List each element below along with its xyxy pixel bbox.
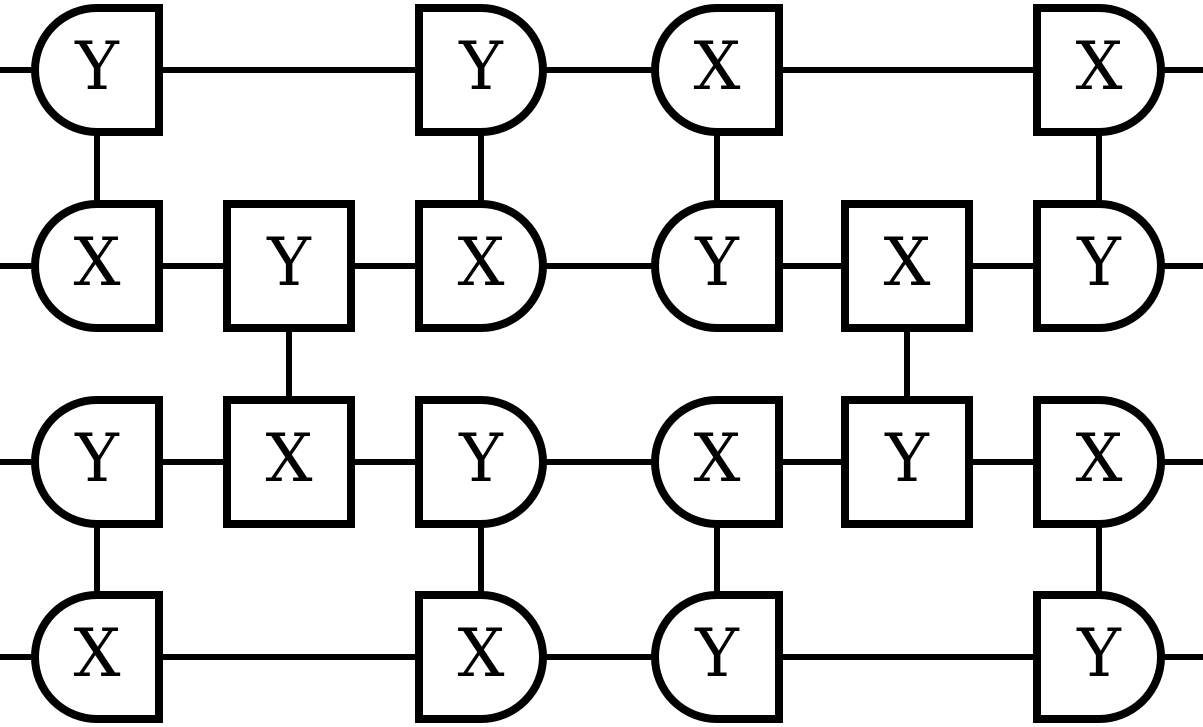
node-label: X bbox=[694, 28, 741, 105]
rounded-right-node-shape bbox=[1033, 3, 1165, 136]
node-label: Y bbox=[884, 420, 930, 497]
node-label: X bbox=[74, 224, 121, 301]
rounded-right-gate-node: X bbox=[1033, 3, 1165, 136]
rounded-left-gate-node: Y bbox=[651, 200, 783, 332]
rounded-left-node-shape bbox=[651, 3, 783, 136]
rounded-right-node-shape bbox=[415, 200, 547, 332]
node-label: X bbox=[74, 615, 121, 692]
node-label: Y bbox=[74, 420, 120, 497]
rounded-left-node-shape bbox=[31, 591, 163, 723]
square-node-shape bbox=[841, 396, 973, 528]
rounded-left-node-shape bbox=[651, 396, 783, 528]
rounded-left-gate-node: Y bbox=[31, 396, 163, 528]
square-gate-node: X bbox=[841, 200, 973, 332]
node-label: Y bbox=[74, 28, 120, 105]
node-label: X bbox=[266, 420, 313, 497]
rounded-left-node-shape bbox=[651, 591, 783, 723]
node-label: Y bbox=[694, 615, 740, 692]
rounded-left-gate-node: X bbox=[651, 3, 783, 136]
square-gate-node: Y bbox=[841, 396, 973, 528]
square-node-shape bbox=[841, 200, 973, 332]
node-label: Y bbox=[458, 420, 504, 497]
rounded-right-gate-node: Y bbox=[415, 3, 547, 136]
rounded-right-gate-node: X bbox=[415, 200, 547, 332]
node-label: Y bbox=[694, 224, 740, 301]
wire-layer bbox=[0, 67, 1203, 660]
rounded-right-gate-node: Y bbox=[1033, 591, 1165, 723]
node-label: X bbox=[1076, 420, 1123, 497]
square-gate-node: Y bbox=[223, 200, 355, 332]
rounded-right-node-shape bbox=[1033, 396, 1165, 528]
rounded-left-gate-node: X bbox=[651, 396, 783, 528]
node-label: Y bbox=[1076, 615, 1122, 692]
rounded-left-gate-node: X bbox=[31, 200, 163, 332]
node-label: Y bbox=[266, 224, 312, 301]
rounded-left-node-shape bbox=[651, 200, 783, 332]
rounded-right-gate-node: X bbox=[1033, 396, 1165, 528]
node-label: X bbox=[694, 420, 741, 497]
rounded-left-gate-node: Y bbox=[651, 591, 783, 723]
node-label: X bbox=[458, 224, 505, 301]
node-label: X bbox=[1076, 28, 1123, 105]
rounded-left-node-shape bbox=[31, 200, 163, 332]
square-gate-node: X bbox=[223, 396, 355, 528]
rounded-left-gate-node: Y bbox=[31, 3, 163, 136]
square-node-shape bbox=[223, 396, 355, 528]
node-label: X bbox=[884, 224, 931, 301]
rounded-left-gate-node: X bbox=[31, 591, 163, 723]
rounded-right-gate-node: X bbox=[415, 591, 547, 723]
rounded-right-node-shape bbox=[415, 3, 547, 136]
rounded-left-node-shape bbox=[31, 3, 163, 136]
rounded-right-gate-node: Y bbox=[415, 396, 547, 528]
rounded-right-node-shape bbox=[415, 591, 547, 723]
node-label: Y bbox=[1076, 224, 1122, 301]
node-layer: Y Y X X X Y X Y X Y Y X Y X Y X X X Y Y bbox=[31, 3, 1165, 723]
node-label: Y bbox=[458, 28, 504, 105]
square-node-shape bbox=[223, 200, 355, 332]
node-label: X bbox=[458, 615, 505, 692]
rounded-right-node-shape bbox=[1033, 200, 1165, 332]
rounded-right-node-shape bbox=[415, 396, 547, 528]
rounded-right-node-shape bbox=[1033, 591, 1165, 723]
rounded-left-node-shape bbox=[31, 396, 163, 528]
rounded-right-gate-node: Y bbox=[1033, 200, 1165, 332]
